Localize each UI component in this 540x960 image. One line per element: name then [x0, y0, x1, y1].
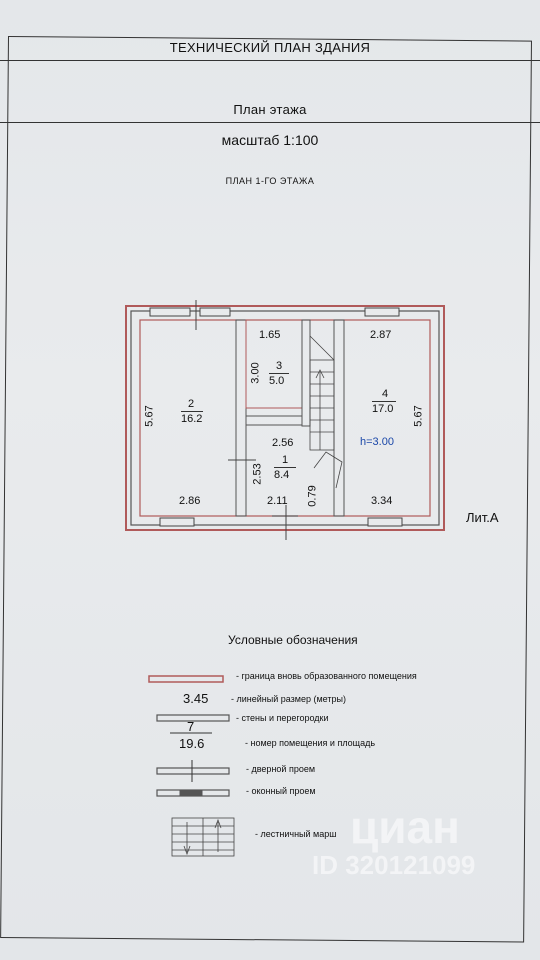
legend-room-area: 19.6 — [179, 736, 205, 751]
dim-bottom-left: 2.86 — [179, 495, 201, 507]
legend-door-sample — [156, 767, 230, 775]
legend-stair-sample — [171, 817, 235, 857]
legend-title: Условные обозначения — [228, 633, 358, 647]
room2-number: 2 — [188, 398, 195, 410]
room4-number: 4 — [382, 388, 389, 400]
document-subtitle: План этажа — [0, 98, 540, 123]
dim-hall-width: 2.56 — [272, 437, 294, 449]
dim-top-mid: 1.65 — [259, 329, 281, 341]
legend-boundary-sample — [148, 675, 224, 683]
legend-dim-sample: 3.45 — [183, 691, 209, 706]
outer-boundary — [125, 305, 445, 531]
legend-dim-text: - линейный размер (метры) — [231, 694, 346, 704]
room3-number: 3 — [276, 360, 283, 372]
outer-wall — [130, 310, 440, 526]
dim-bottom-mid: 2.11 — [267, 495, 288, 507]
floor-title: ПЛАН 1-ГО ЭТАЖА — [225, 176, 315, 186]
dim-top-right: 2.87 — [370, 329, 392, 341]
door-symbols — [195, 300, 298, 540]
room1-area: 8.4 — [274, 469, 290, 481]
partition-left — [235, 319, 247, 517]
dim-bottom-right: 3.34 — [371, 495, 393, 507]
scale-label: масштаб 1:100 — [221, 132, 319, 148]
building-letter: Лит.А — [466, 510, 499, 525]
legend-room-number: 7 — [187, 719, 195, 734]
room4-area: 17.0 — [372, 403, 394, 415]
room3-area: 5.0 — [269, 375, 285, 387]
watermark-brand: циан — [350, 801, 460, 853]
legend-wall-sample — [156, 714, 230, 722]
legend-room-text: - номер помещения и площадь — [245, 738, 376, 748]
legend-window-text: - оконный проем — [246, 786, 316, 796]
room1-number: 1 — [282, 454, 289, 466]
watermark-id: ID 320121099 — [312, 850, 476, 880]
window-symbols — [149, 307, 403, 527]
document-title: ТЕХНИЧЕСКИЙ ПЛАН ЗДАНИЯ — [0, 36, 540, 61]
room2-area: 16.2 — [181, 413, 203, 425]
ceiling-height-note: h=3.00 — [360, 436, 394, 448]
stair-symbol — [309, 335, 343, 489]
legend-door-text: - дверной проем — [246, 764, 316, 774]
legend-stair-text: - лестничный марш — [255, 829, 337, 839]
legend-boundary-text: - граница вновь образованного помещения — [236, 671, 417, 681]
legend-wall-text: - стены и перегородки — [236, 713, 329, 723]
